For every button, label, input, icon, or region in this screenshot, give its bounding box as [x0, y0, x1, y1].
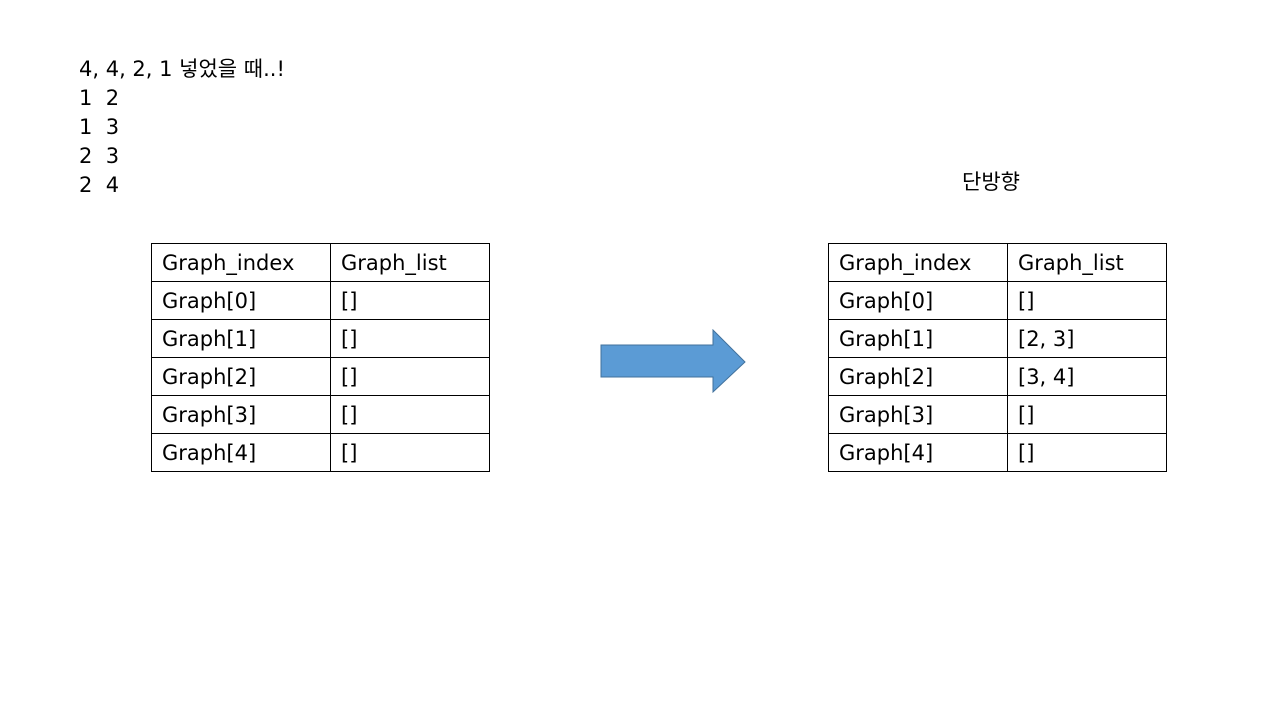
input-header-line: 4, 4, 2, 1 넣었을 때..!: [79, 57, 285, 81]
edge-line: 1 3: [79, 115, 120, 139]
graph-list-cell: [3, 4]: [1007, 357, 1167, 396]
arrow-shape: [600, 329, 746, 394]
graph-index-cell: Graph[2]: [151, 357, 331, 396]
graph-list-cell: []: [330, 319, 490, 358]
table-header-row: Graph_index Graph_list: [151, 243, 490, 282]
direction-label: 단방향: [962, 170, 1020, 194]
header-graph-list: Graph_list: [1007, 243, 1167, 282]
table-row: Graph[4] []: [151, 433, 490, 472]
edge-line: 2 4: [79, 173, 120, 197]
graph-list-cell: []: [1007, 395, 1167, 434]
graph-index-cell: Graph[3]: [828, 395, 1008, 434]
edge-line: 1 2: [79, 86, 120, 110]
table-row: Graph[3] []: [828, 395, 1167, 434]
graph-list-cell: []: [330, 433, 490, 472]
table-row: Graph[1] []: [151, 319, 490, 358]
table-row: Graph[2] [3, 4]: [828, 357, 1167, 396]
input-text-block: 4, 4, 2, 1 넣었을 때..! 1 2 1 3 2 3 2 4: [79, 55, 285, 200]
graph-index-cell: Graph[1]: [828, 319, 1008, 358]
table-row: Graph[2] []: [151, 357, 490, 396]
graph-index-cell: Graph[1]: [151, 319, 331, 358]
header-graph-index: Graph_index: [828, 243, 1008, 282]
header-graph-index: Graph_index: [151, 243, 331, 282]
table-row: Graph[3] []: [151, 395, 490, 434]
table-row: Graph[0] []: [151, 281, 490, 320]
header-graph-list: Graph_list: [330, 243, 490, 282]
graph-index-cell: Graph[4]: [151, 433, 331, 472]
graph-index-cell: Graph[2]: [828, 357, 1008, 396]
edge-line: 2 3: [79, 144, 120, 168]
graph-list-cell: []: [330, 357, 490, 396]
table-row: Graph[4] []: [828, 433, 1167, 472]
right-arrow-icon: [600, 329, 746, 394]
table-header-row: Graph_index Graph_list: [828, 243, 1167, 282]
table-row: Graph[0] []: [828, 281, 1167, 320]
graph-table-before: Graph_index Graph_list Graph[0] [] Graph…: [151, 243, 490, 472]
graph-list-cell: []: [330, 395, 490, 434]
table-row: Graph[1] [2, 3]: [828, 319, 1167, 358]
graph-list-cell: []: [330, 281, 490, 320]
graph-list-cell: []: [1007, 433, 1167, 472]
graph-index-cell: Graph[4]: [828, 433, 1008, 472]
graph-index-cell: Graph[0]: [151, 281, 331, 320]
graph-table-after: Graph_index Graph_list Graph[0] [] Graph…: [828, 243, 1167, 472]
graph-index-cell: Graph[3]: [151, 395, 331, 434]
graph-index-cell: Graph[0]: [828, 281, 1008, 320]
graph-list-cell: []: [1007, 281, 1167, 320]
graph-list-cell: [2, 3]: [1007, 319, 1167, 358]
